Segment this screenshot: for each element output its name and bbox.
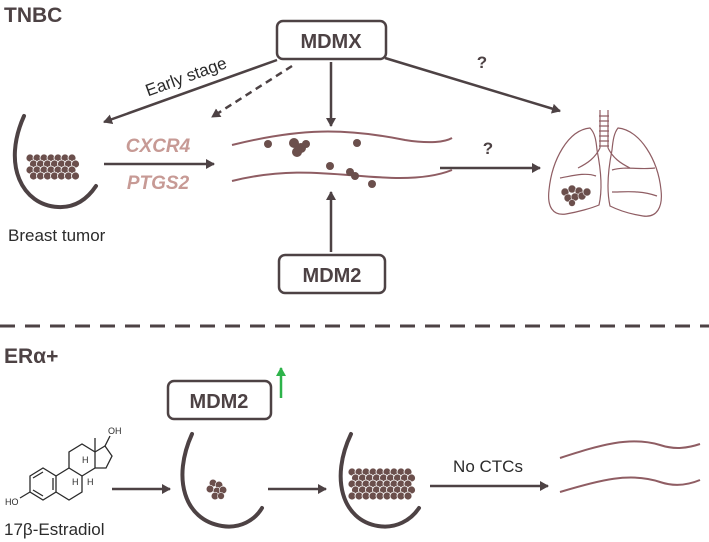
tumor-cell [71,171,80,181]
estradiol-label: 17β-Estradiol [4,520,105,539]
estradiol-oh-label: OH [108,426,122,436]
mdm2-box-bottom: MDM2 [166,379,273,421]
arrow-mdmx-to-lung [384,56,561,114]
er-alpha-section-title: ERα+ [4,345,58,368]
estradiol-h-label-2: H [72,477,79,487]
tnbc-section-title: TNBC [4,4,62,27]
estradiol-h-label-1: H [82,455,89,465]
tumor-cell [403,491,413,501]
gene-cxcr4-label: CXCR4 [126,136,191,157]
question-mark-upper: ? [477,53,487,72]
blood-vessel-bottom [559,440,701,493]
mdmx-label: MDMX [300,31,362,53]
mdm2-box-top: MDM2 [277,253,387,295]
breast-tumor-top [12,114,98,210]
estradiol-h-label-3: H [87,477,94,487]
breast-small-tumor [180,432,264,529]
estradiol-structure-icon [19,435,113,501]
estradiol-ho-label: HO [5,497,19,507]
tumor-cell-cluster-top [25,153,80,181]
mdm2-top-label: MDM2 [303,265,362,287]
tumor-cell-cluster-bottom [347,467,416,501]
mdm2-bottom-label: MDM2 [190,391,249,413]
breast-large-tumor [338,432,421,529]
question-mark-lower: ? [483,139,493,158]
breast-tumor-label: Breast tumor [8,226,106,245]
lungs-illustration [548,110,662,217]
gene-ptgs2-label: PTGS2 [127,173,190,194]
lung-metastasis-cluster [560,184,592,207]
no-ctcs-label: No CTCs [453,457,523,476]
mdmx-box: MDMX [275,19,388,61]
arrow-mdmx-to-breast-tumor [103,58,278,125]
blood-vessel-top [231,130,453,188]
dashed-arrow-mdmx-to-vessel [211,64,293,119]
